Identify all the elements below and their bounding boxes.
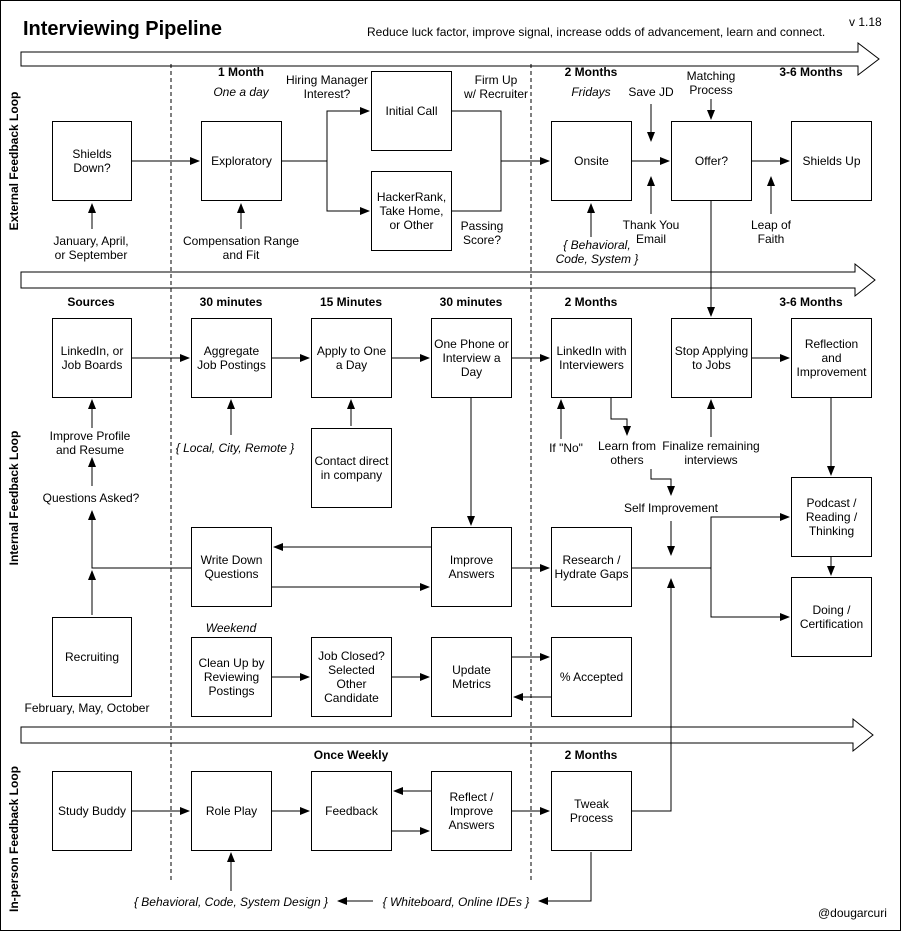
note-improve-profile: Improve Profile and Resume <box>49 429 131 457</box>
node-onsite: Onsite <box>551 121 632 201</box>
note-hiring-manager: Hiring Manager Interest? <box>285 73 369 101</box>
time-two-months-inp: 2 Months <box>564 748 618 762</box>
note-one-a-day: One a day <box>213 85 269 99</box>
node-study-buddy: Study Buddy <box>52 771 132 851</box>
note-thank-you: Thank You Email <box>622 218 680 246</box>
time-two-months-int: 2 Months <box>564 295 618 309</box>
time-thirty-min-a: 30 minutes <box>199 295 263 309</box>
node-linkedin-interviewers: LinkedIn with Interviewers <box>551 318 632 398</box>
node-doing: Doing / Certification <box>791 577 872 657</box>
node-reflect: Reflect / Improve Answers <box>431 771 512 851</box>
note-if-no: If "No" <box>549 441 583 455</box>
node-shields-up: Shields Up <box>791 121 872 201</box>
note-matching: Matching Process <box>686 69 736 97</box>
node-job-closed: Job Closed? Selected Other Candidate <box>311 637 392 717</box>
node-apply: Apply to One a Day <box>311 318 392 398</box>
node-improve-answers: Improve Answers <box>431 527 512 607</box>
time-three-six-int: 3-6 Months <box>779 295 843 309</box>
node-offer: Offer? <box>671 121 752 201</box>
time-two-months-ext: 2 Months <box>564 65 618 79</box>
timeline-arrow-top <box>20 41 880 77</box>
node-exploratory: Exploratory <box>201 121 282 201</box>
note-questions-asked: Questions Asked? <box>42 491 140 505</box>
node-accepted: % Accepted <box>551 637 632 717</box>
node-role-play: Role Play <box>191 771 272 851</box>
note-recruiting-months: February, May, October <box>24 701 150 715</box>
node-hackerrank: HackerRank, Take Home, or Other <box>371 171 452 251</box>
node-contact: Contact direct in company <box>311 428 392 508</box>
subtitle: Reduce luck factor, improve signal, incr… <box>367 25 826 39</box>
node-initial-call: Initial Call <box>371 71 452 151</box>
node-stop-applying: Stop Applying to Jobs <box>671 318 752 398</box>
node-tweak: Tweak Process <box>551 771 632 851</box>
note-shields-down: January, April, or September <box>53 234 129 262</box>
time-three-six-ext: 3-6 Months <box>779 65 843 79</box>
note-onsite-topics: { Behavioral, Code, System } <box>555 238 639 266</box>
timeline-arrow-middle <box>20 262 876 298</box>
note-save-jd: Save JD <box>628 85 674 99</box>
node-reflection: Reflection and Improvement <box>791 318 872 398</box>
loop-label-external: External Feedback Loop <box>7 91 21 231</box>
node-feedback: Feedback <box>311 771 392 851</box>
node-research: Research / Hydrate Gaps <box>551 527 632 607</box>
author-handle: @dougarcuri <box>818 906 887 920</box>
note-topics: { Behavioral, Code, System Design } <box>133 895 329 909</box>
note-passing-score: Passing Score? <box>460 219 504 247</box>
time-once-weekly: Once Weekly <box>313 748 389 762</box>
timeline-arrow-bottom <box>20 717 874 753</box>
time-one-month: 1 Month <box>218 65 264 79</box>
page-title: Interviewing Pipeline <box>23 18 222 40</box>
note-finalize: Finalize remaining interviews <box>662 439 760 467</box>
node-aggregate: Aggregate Job Postings <box>191 318 272 398</box>
note-self-improvement: Self Improvement <box>623 501 719 515</box>
note-compensation: Compensation Range and Fit <box>182 234 300 262</box>
time-fifteen-min: 15 Minutes <box>319 295 383 309</box>
node-cleanup: Clean Up by Reviewing Postings <box>191 637 272 717</box>
node-linkedin-boards: LinkedIn, or Job Boards <box>52 318 132 398</box>
note-fridays: Fridays <box>571 85 611 99</box>
version-label: v 1.18 <box>849 15 882 29</box>
note-firm-up: Firm Up w/ Recruiter <box>463 73 529 101</box>
heading-sources: Sources <box>67 295 115 309</box>
loop-label-internal: Internal Feedback Loop <box>7 430 21 566</box>
note-learn-from-others: Learn from others <box>597 439 657 467</box>
node-recruiting: Recruiting <box>52 617 132 697</box>
loop-label-inperson: In-person Feedback Loop <box>7 765 21 913</box>
node-write-down: Write Down Questions <box>191 527 272 607</box>
note-weekend: Weekend <box>205 621 257 635</box>
node-update-metrics: Update Metrics <box>431 637 512 717</box>
note-locations: { Local, City, Remote } <box>175 441 295 455</box>
note-tools: { Whiteboard, Online IDEs } <box>382 895 530 909</box>
node-podcast: Podcast / Reading / Thinking <box>791 477 872 557</box>
note-leap-of-faith: Leap of Faith <box>750 218 792 246</box>
time-thirty-min-b: 30 minutes <box>439 295 503 309</box>
node-shields-down: Shields Down? <box>52 121 132 201</box>
node-phone-interview: One Phone or Interview a Day <box>431 318 512 398</box>
